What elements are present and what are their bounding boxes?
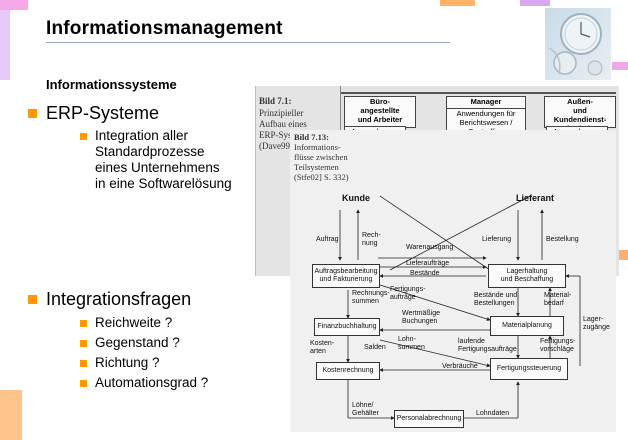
- flow-label: summen: [352, 298, 379, 305]
- decor-stripe: [0, 10, 10, 80]
- decor-stripe: [0, 0, 28, 10]
- integration-question: Richtung ?: [95, 355, 160, 370]
- integration-question: Automationsgrad ?: [95, 375, 209, 390]
- flow-label: nung: [362, 240, 378, 247]
- node-personalabrechnung: Personalabrechnung: [394, 410, 464, 428]
- flow-label: Buchungen: [402, 318, 438, 325]
- figure-caption: flüsse zwischen: [294, 152, 348, 162]
- flow-label: Löhne/: [352, 402, 374, 409]
- flow-label: Salden: [364, 344, 386, 351]
- flow-label: Warenausgang: [406, 244, 454, 251]
- flow-label: Lieferung: [482, 236, 512, 243]
- header-box-reporting: Anwendungen für Berichtswesen / Controll…: [446, 108, 526, 136]
- flow-label: Rechnungs-: [352, 290, 390, 297]
- figure-caption: Aufbau eines: [259, 119, 307, 129]
- figure-caption: Prinzipieller: [259, 108, 304, 118]
- flow-label: Bestände und: [474, 292, 518, 299]
- flow-label: Kosten-: [310, 340, 335, 347]
- bullet-marker: [28, 295, 37, 304]
- header-box-field-staff: Außen- und Kundendienst- mitarbeiter: [544, 96, 616, 133]
- node-finanzbuchhaltung: Finanzbuchhaltung: [314, 318, 380, 336]
- erp-description-line: eines Unternehmens: [95, 160, 220, 175]
- flow-label: Lieferaufträge: [406, 260, 450, 267]
- flow-label: arten: [310, 348, 326, 355]
- bullet-marker: [80, 340, 87, 347]
- flow-label: vorschläge: [540, 346, 574, 353]
- node-fertigungssteuerung: Fertigungssteuerung: [490, 358, 568, 380]
- flow-arrows: [338, 195, 581, 420]
- decor-stripe: [0, 390, 22, 440]
- bullet-integrationsfragen: Integrationsfragen: [46, 289, 192, 309]
- figure-rule: [340, 92, 616, 94]
- bullet-marker: [80, 380, 87, 387]
- flow-label: Bestellung: [546, 236, 579, 243]
- flow-label: Fertigungs-: [390, 286, 426, 293]
- decor-stripe: [612, 62, 628, 70]
- bullet-marker: [80, 320, 87, 327]
- decor-stripe: [614, 250, 628, 260]
- integration-question: Reichweite ?: [95, 315, 173, 330]
- figure-caption: ERP-Syst: [259, 130, 295, 140]
- flow-label: Material-: [544, 292, 572, 299]
- bullet-marker: [28, 109, 37, 118]
- title-divider: [46, 42, 450, 43]
- bullet-marker: [80, 133, 87, 140]
- flow-label: Lager-: [583, 316, 604, 323]
- flow-label: bedarf: [544, 300, 564, 307]
- figure-caption: Teilsystemen: [294, 162, 339, 172]
- flow-label: aufträge: [390, 294, 416, 301]
- flow-label: summen: [398, 344, 425, 351]
- pocket-watch-image: [545, 8, 611, 80]
- flow-label: Bestellungen: [474, 300, 515, 307]
- flow-label: zugänge: [583, 324, 610, 331]
- figure-caption: Bild 7.1:: [259, 96, 292, 106]
- flow-label: laufende: [458, 338, 485, 345]
- node-lieferant: Lieferant: [516, 193, 555, 203]
- header-box-office-staff: Büro- angestellte und Arbeiter: [344, 96, 416, 128]
- figure-caption: Informations-: [294, 142, 341, 152]
- flow-label: Rech-: [362, 232, 381, 239]
- decor-stripe: [520, 0, 550, 6]
- node-kunde: Kunde: [342, 193, 370, 203]
- figure-caption: Bild 7.13:: [294, 132, 329, 142]
- flow-label: Gehälter: [352, 410, 379, 417]
- node-materialplanung: Materialplanung: [490, 316, 564, 336]
- node-auftragsbearbeitung: Auftragsbearbeitung und Fakturierung: [312, 264, 380, 288]
- flow-label: Wertmäßige: [402, 310, 440, 317]
- flow-label: Verbräuche: [442, 363, 478, 370]
- erp-description-line: Standardprozesse: [95, 144, 205, 159]
- section-subtitle: Informationssysteme: [46, 77, 177, 92]
- scanned-information-flow-figure: Bild 7.13: Informations- flüsse zwischen…: [290, 130, 616, 432]
- node-lagerhaltung: Lagerhaltung und Beschaffung: [488, 264, 566, 288]
- integration-question: Gegenstand ?: [95, 335, 180, 350]
- flow-label: Lohndaten: [476, 410, 510, 417]
- bullet-marker: [80, 360, 87, 367]
- node-kostenrechnung: Kostenrechnung: [316, 362, 380, 380]
- erp-description-line: Integration aller: [95, 128, 189, 143]
- flow-label: Fertigungsaufträge: [458, 346, 517, 353]
- slide-title: Informationsmanagement: [46, 18, 283, 39]
- figure-caption: (Dave99): [259, 141, 293, 151]
- bullet-erp-systeme: ERP-Systeme: [46, 103, 160, 123]
- flow-label: Lohn-: [398, 336, 416, 343]
- flow-label: Bestände: [410, 270, 440, 277]
- flow-label: Auftrag: [316, 236, 339, 243]
- decor-stripe: [440, 0, 475, 6]
- erp-description-line: in eine Softwarelösung: [95, 176, 232, 191]
- flow-label: Fertigungs-: [540, 338, 576, 345]
- figure-caption: (Stfe02] S. 332): [294, 172, 349, 182]
